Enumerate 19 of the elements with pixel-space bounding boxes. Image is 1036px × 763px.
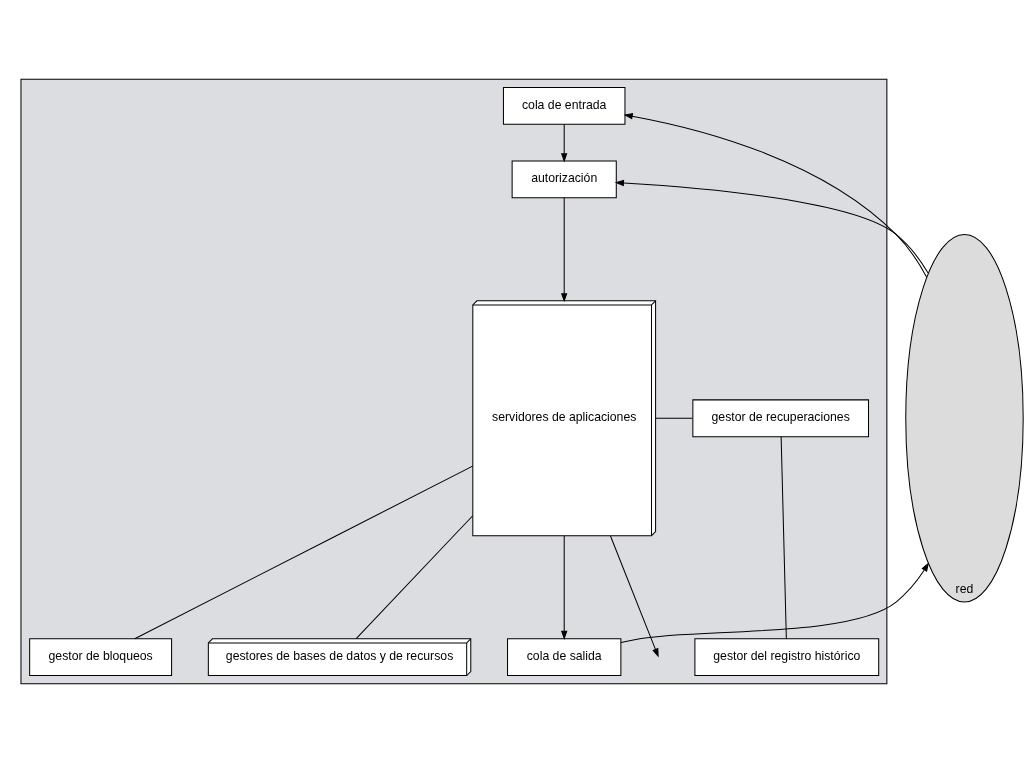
arrow <box>623 113 928 278</box>
arrow <box>614 179 929 274</box>
arrow <box>561 197 568 303</box>
node-ellipse: red <box>905 233 1024 603</box>
connector <box>655 417 693 419</box>
node-box: gestor de recuperaciones <box>692 399 869 438</box>
connector <box>355 515 473 640</box>
cluster <box>20 78 888 685</box>
connector <box>780 436 787 640</box>
connector <box>134 465 474 640</box>
arrow <box>561 535 568 640</box>
node-box: autorización <box>511 160 617 199</box>
node-box: cola de salida <box>507 638 622 677</box>
node-box: gestor del registro histórico <box>694 638 880 677</box>
node-box: cola de entrada <box>502 86 626 125</box>
arrow <box>620 562 930 644</box>
arrow <box>561 123 568 163</box>
arrow <box>610 535 659 658</box>
node-box: gestor de bloqueos <box>29 638 173 677</box>
